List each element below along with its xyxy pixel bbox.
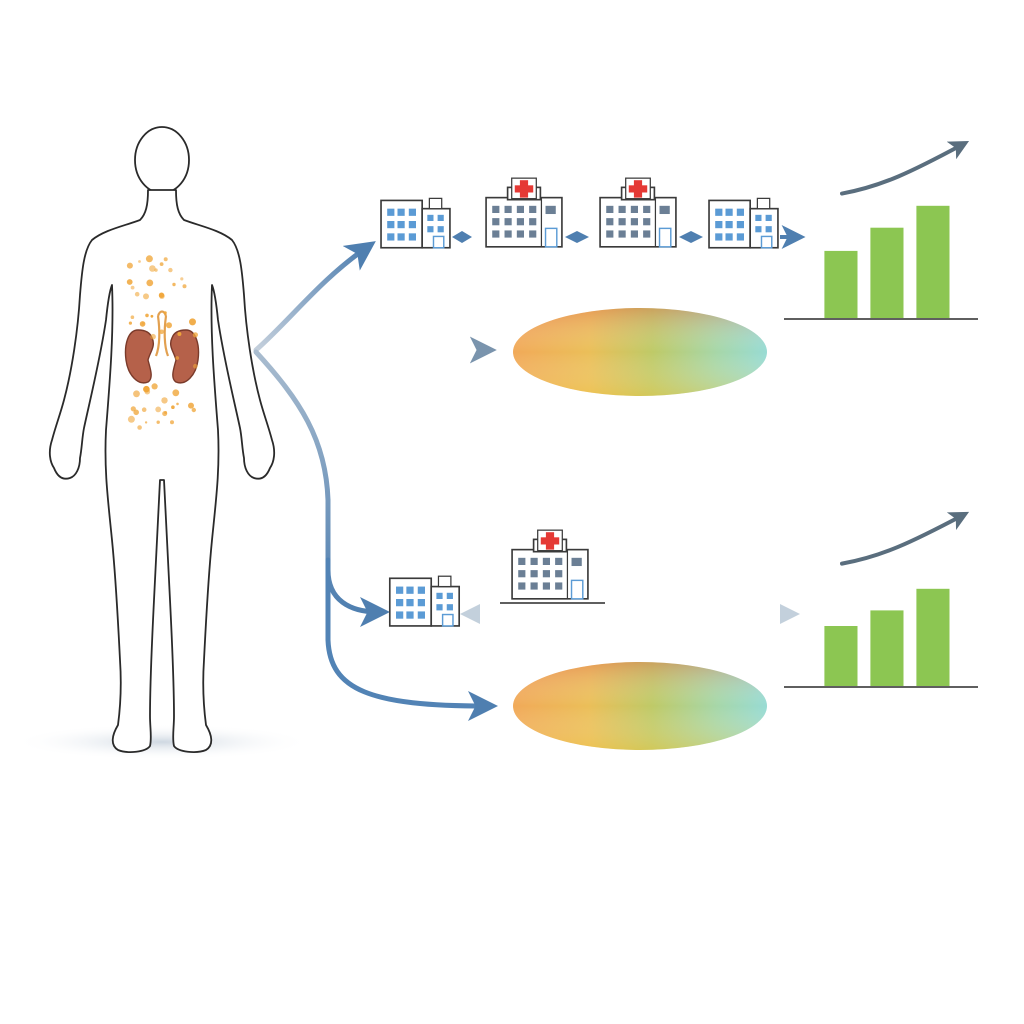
particle-dot: [146, 279, 154, 287]
particle-dot: [172, 389, 180, 397]
diamond-connector-icon: [679, 231, 703, 243]
gradient-ellipse-icon: [513, 662, 767, 750]
particle-dot: [138, 260, 141, 263]
particle-dot: [156, 420, 160, 424]
hospital-building-icon: [485, 177, 563, 248]
particle-dot: [170, 420, 174, 425]
particle-dot: [144, 421, 148, 424]
particle-dot: [130, 315, 135, 320]
particle-dot: [141, 407, 147, 413]
particle-dot: [192, 332, 198, 338]
outcome-bar: [824, 250, 858, 318]
particle-dot: [161, 397, 168, 404]
particle-dot: [133, 390, 140, 398]
particle-dot: [158, 292, 165, 298]
particle-dot: [177, 332, 182, 336]
particle-dot: [164, 411, 168, 414]
particle-dot: [171, 405, 175, 410]
particle-dot: [191, 407, 196, 413]
particle-dot: [133, 409, 139, 416]
arrow-to-bottom-pathway: [325, 557, 498, 721]
kidneys-icon: [124, 310, 200, 384]
diamond-connector-icon: [452, 231, 472, 243]
particle-dot: [180, 277, 184, 281]
particle-dot: [145, 313, 149, 318]
particle-dot: [159, 329, 164, 335]
particle-dot: [189, 318, 196, 326]
arrow-to-top-pathway: [253, 241, 376, 353]
clinic-building-icon: [380, 197, 451, 249]
particle-dot: [151, 383, 158, 390]
clinic-building-icon: [388, 575, 461, 627]
particle-dot: [175, 356, 180, 360]
particle-dot: [130, 285, 135, 290]
particle-dot: [134, 291, 140, 297]
particle-dot: [193, 363, 198, 369]
particle-dot: [150, 314, 154, 318]
particle-dot: [145, 255, 153, 263]
particle-dot: [154, 268, 158, 272]
human-body-outline-icon: [12, 126, 312, 760]
particle-dot: [126, 279, 133, 285]
trend-arrow-icon: [840, 140, 970, 196]
outcome-bar: [870, 227, 904, 318]
outcome-bar: [916, 588, 950, 686]
particle-dot: [163, 311, 167, 315]
particle-dot: [155, 406, 162, 413]
arrow-to-lower-pathway: [253, 349, 390, 627]
gradient-ellipse-icon: [513, 308, 767, 396]
top-pathway: [380, 177, 806, 249]
particle-dot: [143, 385, 150, 393]
hospital-building-icon: [599, 177, 677, 248]
particle-dot: [159, 262, 164, 266]
trend-arrow-icon: [840, 511, 970, 566]
bar-chart-increasing-icon: [784, 511, 978, 688]
outcome-bar: [916, 205, 950, 318]
branch-arrows: [253, 241, 498, 721]
outcome-bar: [824, 626, 858, 686]
outcome-bar: [870, 610, 904, 686]
particle-dot: [172, 282, 176, 287]
particle-dot: [137, 425, 142, 430]
particle-dot: [176, 402, 179, 406]
lower-pathway: [388, 529, 800, 627]
hospital-building-icon: [511, 529, 589, 600]
particle-dot: [127, 415, 135, 423]
body-silhouette: [48, 126, 276, 753]
particles-cluster: [126, 255, 198, 430]
particle-dot: [166, 322, 172, 329]
particle-dot: [141, 322, 145, 325]
particle-dot: [168, 267, 173, 273]
particle-dot: [143, 293, 149, 300]
particle-dot: [163, 257, 168, 262]
particle-dot: [149, 265, 156, 272]
particle-dot: [150, 333, 156, 340]
bar-chart-increasing-icon: [784, 140, 978, 320]
particle-dot: [128, 321, 132, 325]
clinic-building-icon: [708, 197, 779, 249]
particle-dot: [182, 284, 187, 289]
particle-dot: [188, 402, 194, 409]
diamond-connector-icon: [565, 231, 589, 243]
particle-dot: [126, 262, 133, 269]
figure-shadow: [12, 724, 312, 760]
